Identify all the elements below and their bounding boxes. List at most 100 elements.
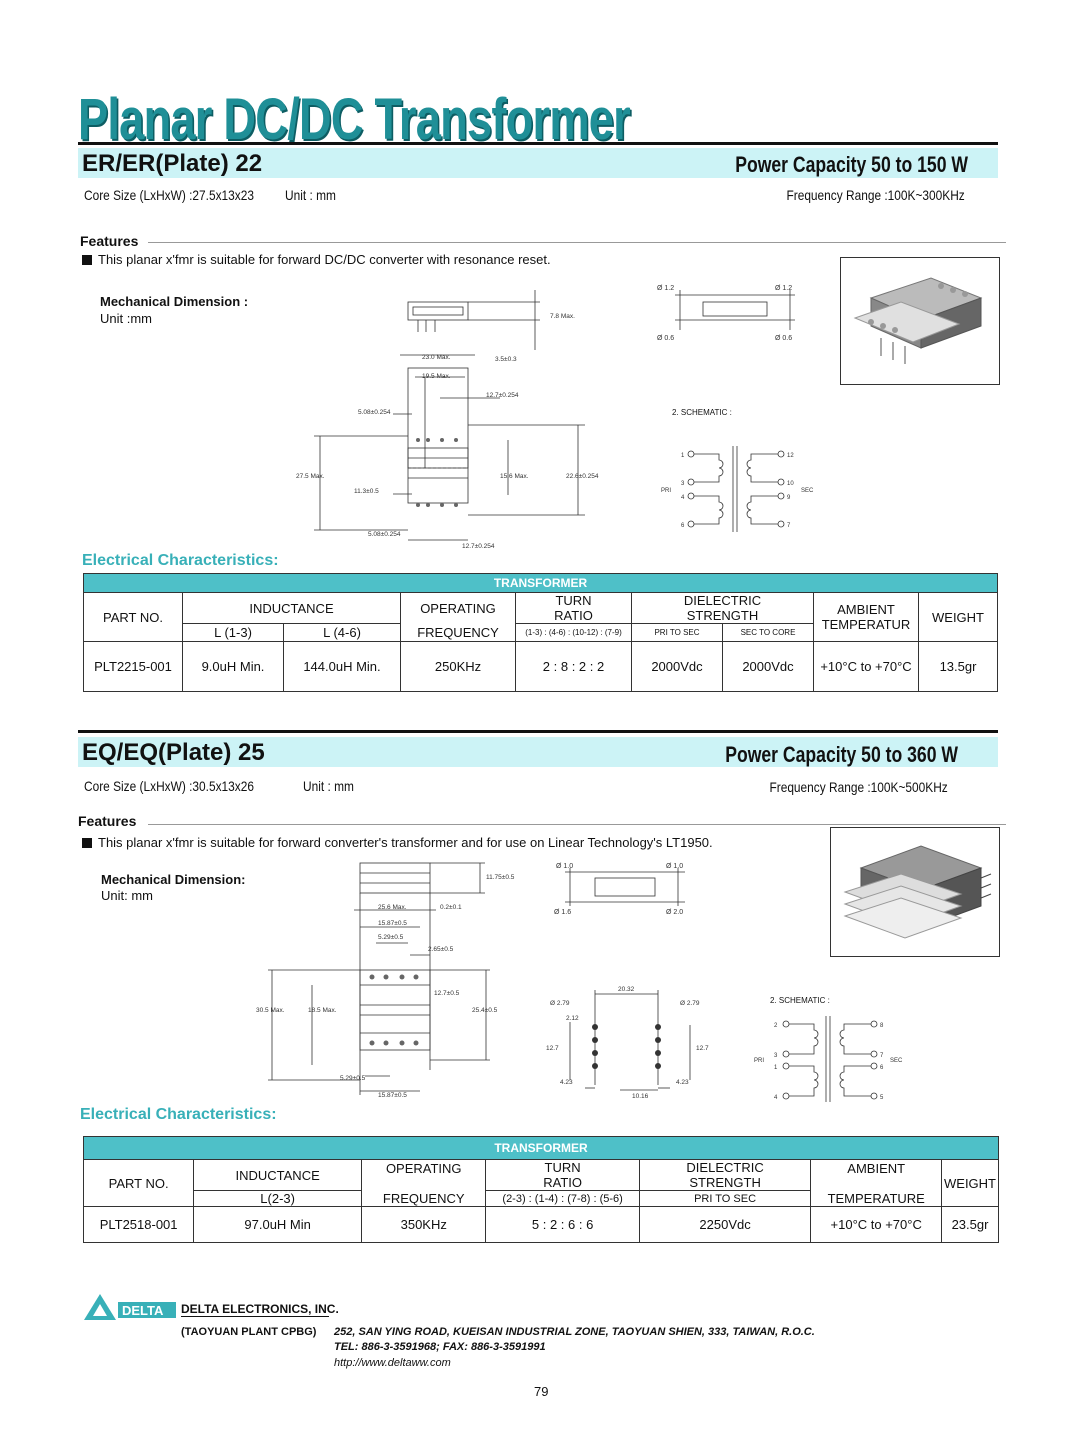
pin-label: 1 [774,1065,778,1071]
dim-height: 11.75±0.5 [486,874,515,881]
pin-label: 5 [880,1095,884,1101]
pin-diameter: Ø 0.6 [775,335,792,342]
pin-label: 12 [787,453,794,459]
dim-bottom-pitch: 5.08±0.254 [368,531,401,538]
pin-detail: Ø 1.0 Ø 1.0 Ø 1.6 Ø 2.0 [554,863,685,916]
electrical-characteristics-heading: Electrical Characteristics: [80,1106,277,1123]
col-part-no: PART NO. [83,592,183,642]
logo-text: DELTA [122,1303,164,1318]
pin-label: SEC [890,1058,903,1064]
col-ratio-sub: (2-3) : (1-4) : (7-8) : (5-6) [485,1190,640,1207]
pin-label: 4 [774,1095,778,1101]
col-sec-core: SEC TO CORE [722,623,814,642]
cell-l2: 144.0uH Min. [283,641,401,692]
bullet-icon [82,838,92,848]
dim-pin-pitch: 5.29±0.5 [378,934,404,941]
col-operating: OPERATING [400,592,516,624]
electrical-characteristics-heading: Electrical Characteristics: [82,552,279,569]
cell-freq: 350KHz [361,1206,487,1243]
power-capacity: Power Capacity 50 to 150 W [735,152,968,177]
pin-label: 3 [774,1053,778,1059]
dim-width: 25.6 Max. [378,904,407,911]
col-inductance: INDUCTANCE [182,592,401,624]
col-pri-sec: PRI TO SEC [631,623,723,642]
pin-label: 7 [880,1053,884,1059]
cell-weight: 13.5gr [918,641,998,692]
page-title: Planar DC/DC Transformer [78,87,631,152]
dim-length: 27.5 Max. [296,473,325,480]
col-weight: WEIGHT [941,1159,999,1207]
pin-label: 4 [681,495,685,501]
table-header: TRANSFORMER [83,573,998,593]
dim-bottom-span: 12.7±0.254 [462,543,495,550]
cell-l1: 9.0uH Min. [182,641,284,692]
pin-label: PRI [754,1058,764,1064]
pin-label: SEC [801,488,814,494]
schematic-diagram: 2 8 3 7 1 6 4 5 PRI SEC [754,1016,903,1102]
table-row: PLT2518-001 97.0uH Min 350KHz 5 : 2 : 6 … [82,1206,999,1243]
divider [148,242,1006,243]
schematic-label: 2. SCHEMATIC : [770,996,830,1005]
dim-width: 23.0 Max. [422,354,451,361]
model-title: EQ/EQ(Plate) 25 [82,739,265,766]
features-heading: Features [78,813,137,829]
dim-offset: 11.3±0.5 [354,488,379,495]
dim-core-length: 15.6 Max. [500,473,529,480]
section-rule [78,730,998,733]
col-pri-sec: PRI TO SEC [638,1190,812,1207]
dim-gap: 0.2±0.1 [440,904,462,911]
mechanical-dimension-label: Mechanical Dimension: [101,872,246,887]
pin-detail: Ø 1.2 Ø 1.2 Ø 0.6 Ø 0.6 [657,285,795,342]
mechanical-drawing: 11.75±0.5 25.6 Max. 0.2±0.1 15.87±0.5 5.… [256,862,515,1099]
pin-diameter: Ø 1.0 [666,863,683,870]
page-number: 79 [534,1384,549,1399]
schematic-label: 2. SCHEMATIC : [672,408,732,417]
product-image [840,257,1000,385]
divider [181,1316,329,1317]
table-row: PLT2215-001 9.0uH Min. 144.0uH Min. 250K… [83,641,998,692]
dim-edge: 4.23 [676,1079,689,1086]
features-heading: Features [80,233,139,249]
feature-item: This planar x'fmr is suitable for forwar… [82,835,713,850]
unit-label: Unit : mm [285,187,336,203]
dim-mount: 22.6±0.254 [566,473,599,480]
cell-temp: +10°C to +70°C [810,1206,942,1243]
contact-phone: TEL: 886-3-3591968; FAX: 886-3-3591991 [334,1341,546,1353]
pin-diameter: Ø 0.6 [657,335,674,342]
plant-name: (TAOYUAN PLANT CPBG) [181,1326,317,1338]
cell-sec-core: 2000Vdc [722,641,814,692]
address: 252, SAN YING ROAD, KUEISAN INDUSTRIAL Z… [334,1326,815,1338]
pin-label: 10 [787,481,794,487]
pin-label: 1 [681,453,685,459]
pin-label: 6 [681,523,685,529]
col-frequency: FREQUENCY [400,623,516,642]
cell-pri-sec: 2000Vdc [631,641,723,692]
core-size: Core Size (LxHxW) :27.5x13x23 [84,187,254,203]
dim-hole-diameter: Ø 2.79 [680,1000,700,1007]
cell-weight: 23.5gr [941,1206,999,1243]
section-band [78,737,998,767]
frequency-range: Frequency Range :100K~300KHz [786,187,965,203]
col-l2: L (4-6) [283,623,401,642]
pin-diameter: Ø 1.2 [657,285,674,292]
cell-temp: +10°C to +70°C [813,641,919,692]
dim-bottom-span: 15.87±0.5 [378,1092,407,1099]
feature-text: This planar x'fmr is suitable for forwar… [98,835,713,850]
dim-height: 7.8 Max. [550,313,575,320]
dim-length: 30.5 Max. [256,1007,285,1014]
pin-label: 6 [880,1065,884,1071]
cell-ratio: 2 : 8 : 2 : 2 [515,641,632,692]
dim-row-spacing: 10.16 [632,1093,649,1100]
mechanical-unit: Unit :mm [100,311,152,326]
website-link[interactable]: http://www.deltaww.com [334,1357,451,1369]
delta-logo: DELTA [84,1294,176,1320]
pcb-footprint: 20.32 Ø 2.79 Ø 2.79 2.12 12.7 12.7 4.23 … [546,986,709,1100]
model-title: ER/ER(Plate) 22 [82,150,263,177]
dim-pin-pitch: 5.08±0.254 [358,409,391,416]
pin-label: 8 [880,1023,884,1029]
